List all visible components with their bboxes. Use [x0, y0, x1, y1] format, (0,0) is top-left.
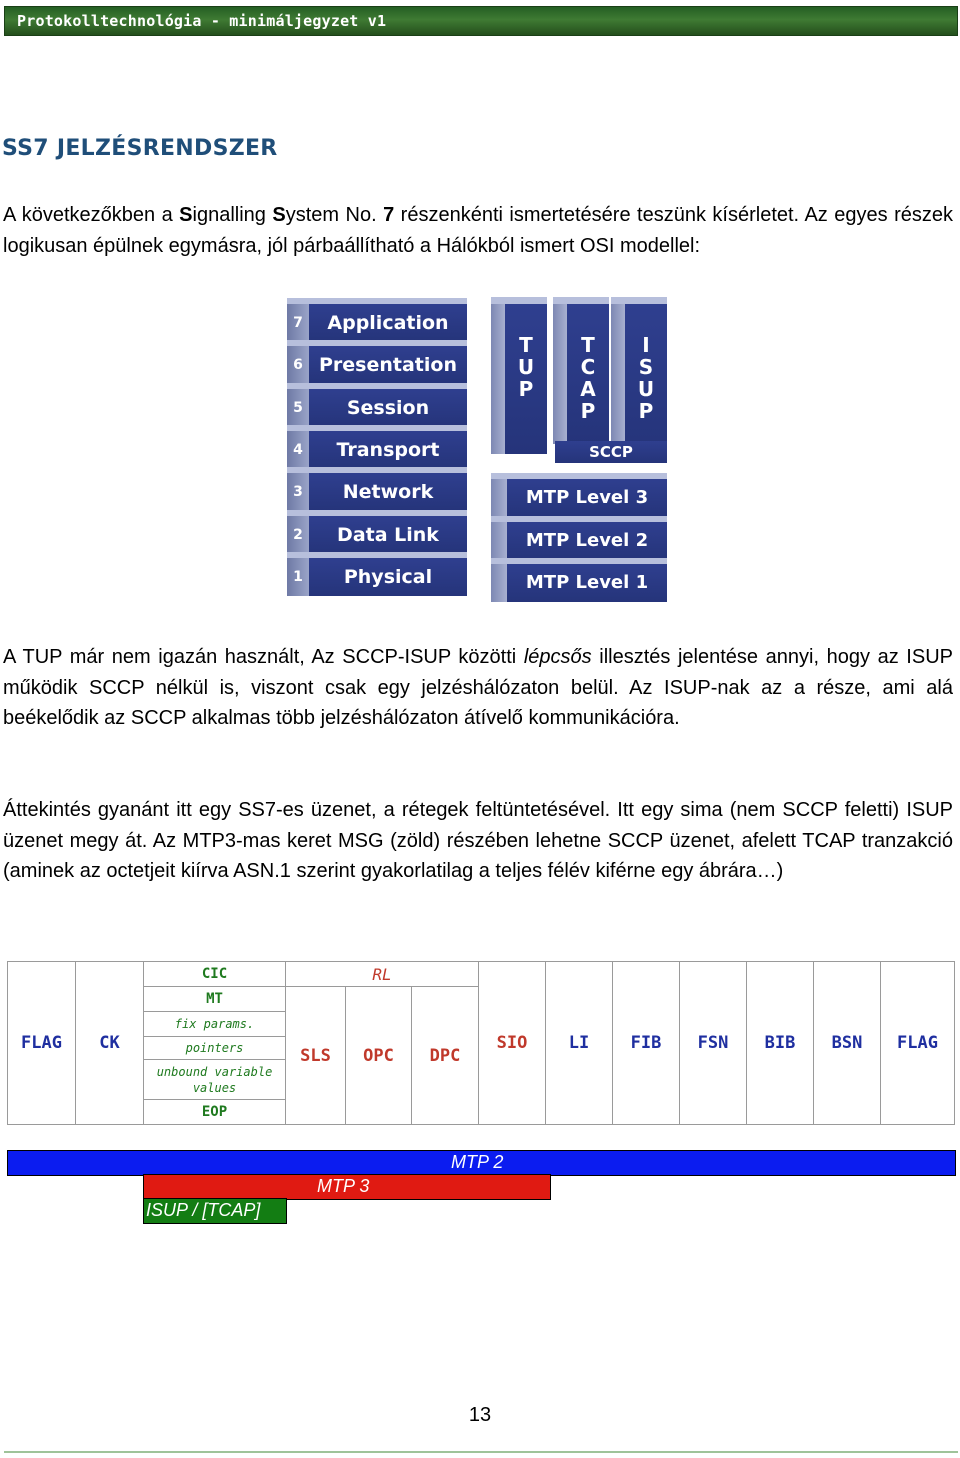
osi-layer-label: Data Link: [309, 515, 467, 554]
field-li: LI: [545, 961, 614, 1125]
field-opc: OPC: [345, 986, 412, 1125]
field-bib: BIB: [746, 961, 815, 1125]
intro-bold-7: 7: [383, 204, 395, 226]
field-fix-params: fix params.: [143, 1011, 286, 1037]
field-flag-start: FLAG: [7, 961, 76, 1125]
field-fsn: FSN: [679, 961, 748, 1125]
field-eop: EOP: [143, 1099, 286, 1125]
field-mt: MT: [143, 986, 286, 1012]
mtp-level-1: MTP Level 1: [491, 558, 667, 602]
osi-layer-number: 6: [287, 346, 309, 385]
mtp-level-2: MTP Level 2: [491, 516, 667, 560]
intro-bold-s2: S: [272, 204, 286, 226]
field-cic: CIC: [143, 961, 286, 987]
page-number: 13: [468, 1404, 492, 1426]
osi-layer-number: 1: [287, 557, 309, 596]
ss7-message-frame: FLAG CK CIC RL SIO LI FIB FSN BIB BSN FL…: [7, 961, 956, 1125]
sccp-block: SCCP: [555, 441, 667, 463]
page-header: Protokolltechnológia - minimáljegyzet v1: [4, 6, 958, 36]
intro-text-1: A következőkben a: [3, 204, 180, 226]
header-title: Protokolltechnológia - minimáljegyzet v1: [17, 12, 387, 30]
intro-text-3: ystem No.: [285, 204, 384, 226]
field-bsn: BSN: [813, 961, 882, 1125]
intro-bold-s: S: [179, 204, 193, 226]
osi-layer-label: Network: [309, 473, 467, 512]
mtp-level-3: MTP Level 3: [491, 473, 667, 517]
section-title: SS7 JELZÉSRENDSZER: [2, 136, 278, 161]
intro-paragraph: A következőkben a Signalling System No. …: [3, 200, 953, 261]
layer-bar-mtp2: MTP 2: [7, 1150, 956, 1176]
osi-layer-label: Application: [309, 304, 467, 342]
field-ck: CK: [75, 961, 144, 1125]
field-unbound-values: unbound variable values: [143, 1059, 286, 1100]
layer-bar-isup: ISUP / [TCAP]: [143, 1198, 287, 1224]
osi-layer-number: 4: [287, 430, 309, 469]
field-flag-end: FLAG: [880, 961, 956, 1125]
intro-text-4: részenkénti ismertetésére teszünk kísérl…: [3, 204, 953, 257]
osi-layer-label: Session: [309, 388, 467, 427]
footer-divider: [4, 1451, 958, 1453]
osi-layer-label: Presentation: [309, 346, 467, 385]
field-pointers: pointers: [143, 1036, 286, 1060]
intro-text-2: ignalling: [192, 204, 273, 226]
field-rl: RL: [284, 961, 480, 987]
paragraph-tup-sccp: A TUP már nem igazán használt, Az SCCP-I…: [3, 646, 953, 730]
field-sio: SIO: [478, 961, 547, 1125]
layer-bar-mtp3: MTP 3: [143, 1174, 551, 1200]
osi-layer-number: 3: [287, 473, 309, 512]
osi-layer-number: 5: [287, 388, 309, 427]
osi-layer-number: 2: [287, 515, 309, 554]
osi-layer-label: Transport: [309, 430, 467, 469]
field-sls: SLS: [285, 986, 346, 1125]
italic-lepcsos: lépcsős: [523, 646, 592, 668]
field-fib: FIB: [612, 961, 681, 1125]
paragraph-overview: Áttekintés gyanánt itt egy SS7-es üzenet…: [3, 799, 953, 883]
osi-layer-number: 7: [287, 304, 309, 342]
field-dpc: DPC: [410, 986, 480, 1125]
osi-layer-label: Physical: [309, 557, 467, 596]
